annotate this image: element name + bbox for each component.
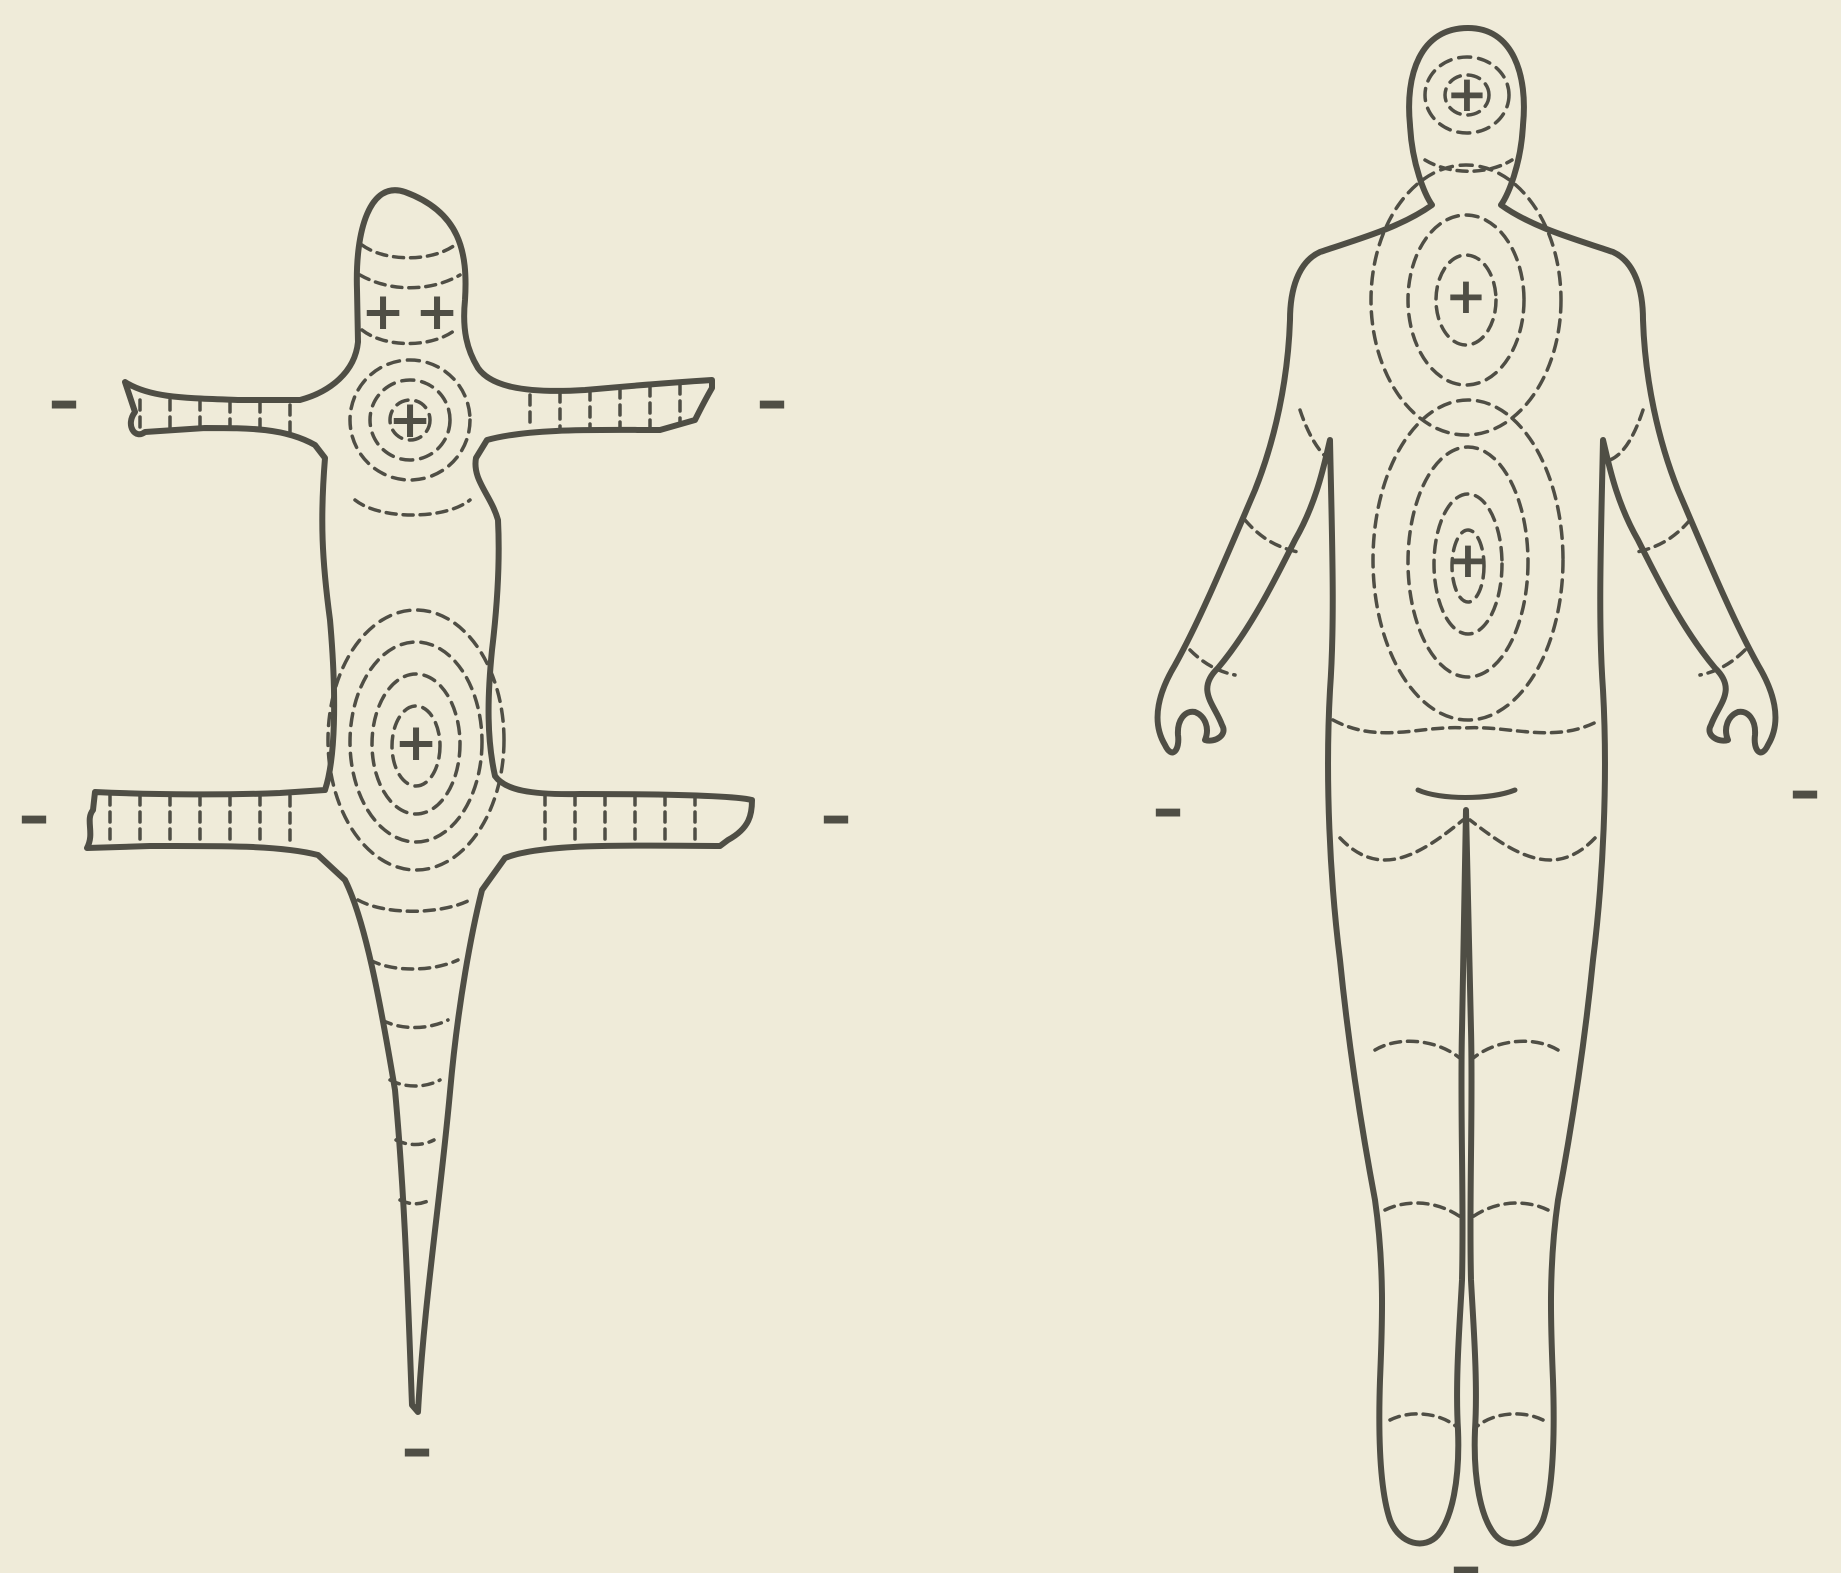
salamander-leg-left-pole: –	[19, 779, 50, 852]
salamander-pelvis-pole: +	[394, 713, 438, 773]
salamander-arm-left-pole: –	[49, 364, 80, 437]
human-head-pole: +	[1446, 65, 1488, 123]
salamander-figure: + + + + – – – – –	[19, 190, 852, 1484]
salamander-leg-right-pole: –	[821, 779, 852, 852]
salamander-head-left-pole: +	[361, 282, 405, 342]
salamander-arm-right-pole: –	[757, 364, 788, 437]
human-lower-back-pole: +	[1447, 531, 1489, 589]
salamander-shoulder-pole: +	[388, 390, 432, 450]
human-foot-pole: –	[1451, 1530, 1482, 1573]
human-upper-back-pole: +	[1445, 267, 1487, 325]
salamander-outline	[87, 190, 752, 1412]
human-figure: + + + – – –	[1153, 28, 1821, 1573]
human-hand-right-pole: –	[1790, 754, 1821, 827]
salamander-head-right-pole: +	[415, 282, 459, 342]
salamander-tail-pole: –	[402, 1412, 433, 1485]
human-hand-left-pole: –	[1153, 772, 1184, 845]
